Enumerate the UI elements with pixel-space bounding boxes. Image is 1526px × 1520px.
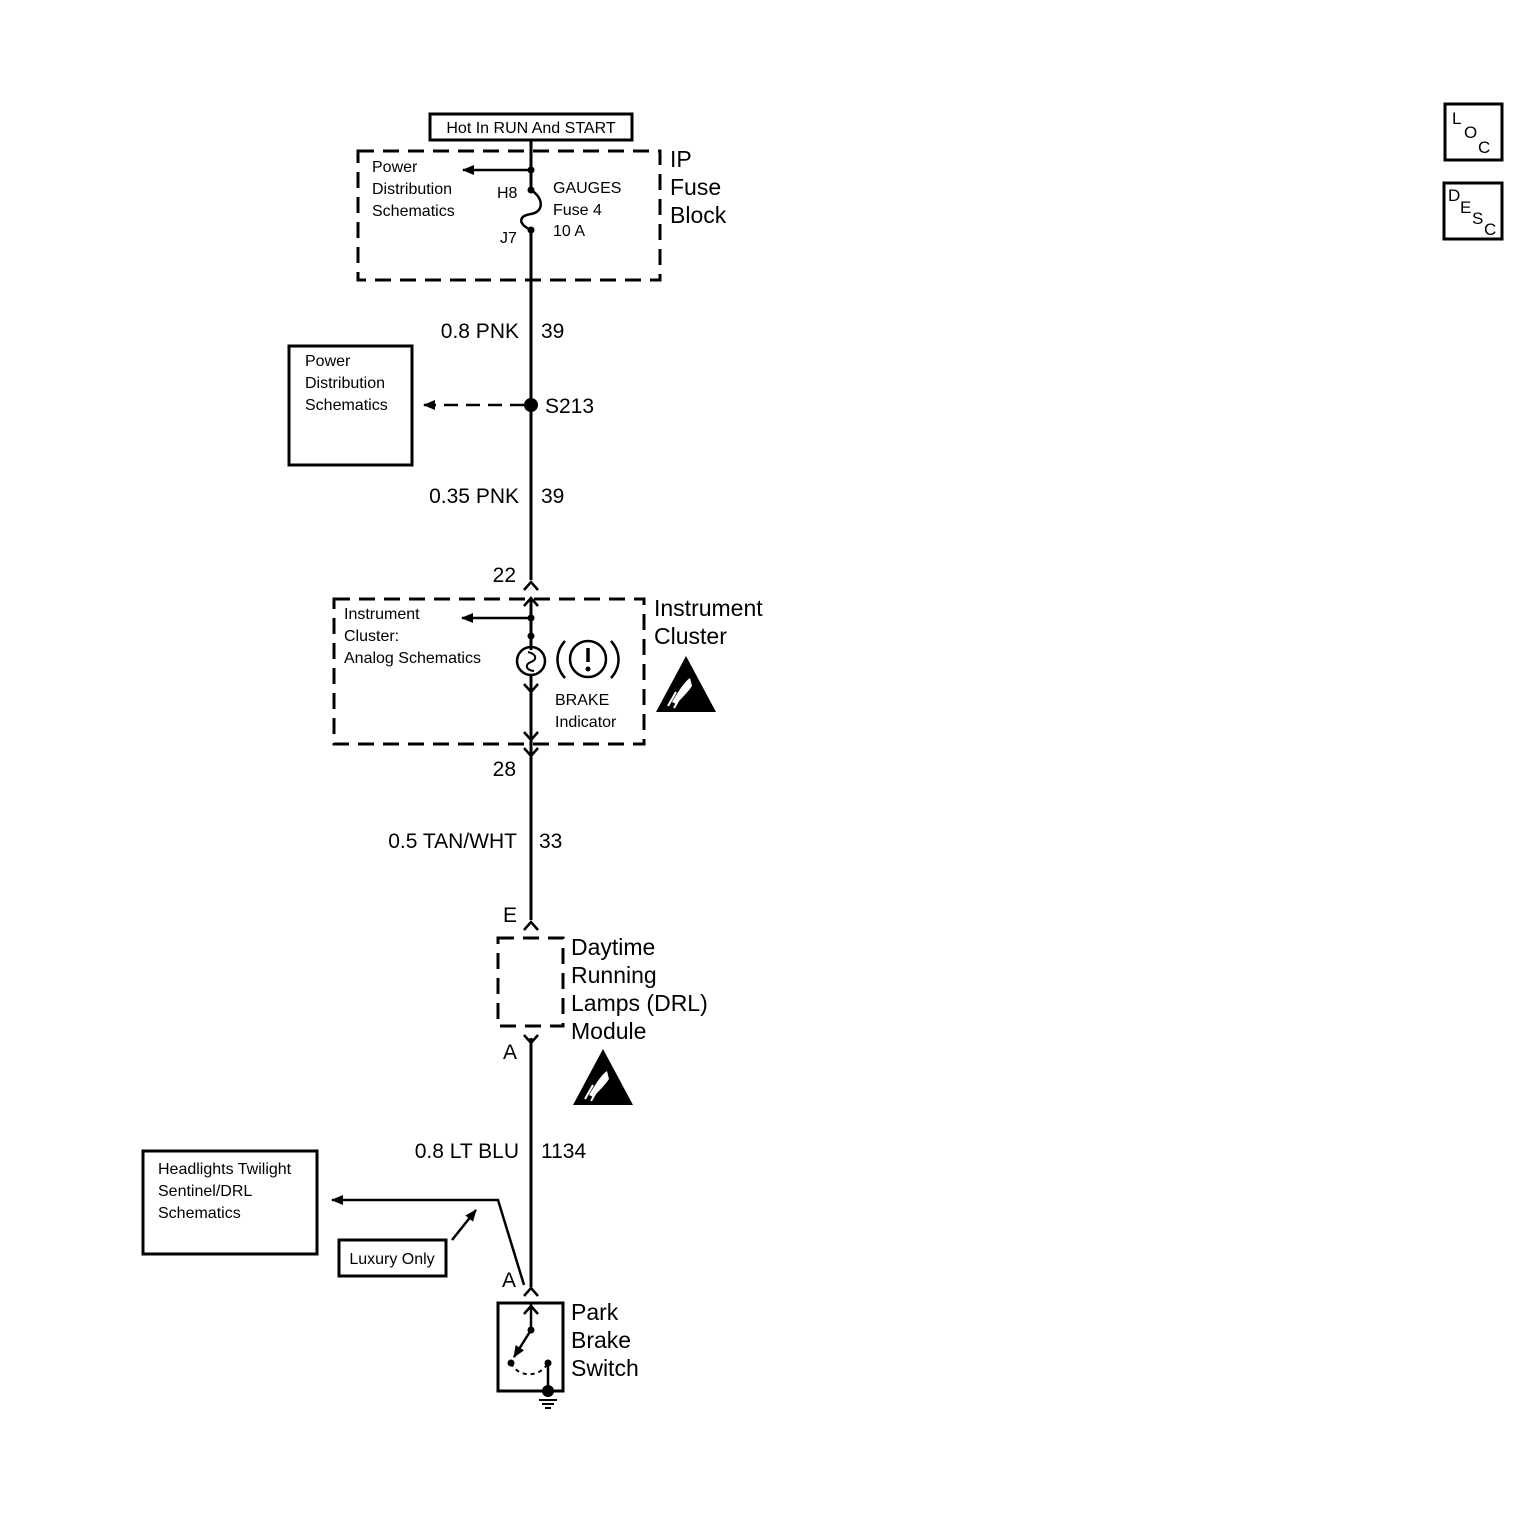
wire-4-gauge-color: 0.8 LT BLU (415, 1140, 519, 1163)
esd-sensitive-icon-drl (572, 1048, 634, 1106)
drl-name-3: Lamps (DRL) (571, 990, 708, 1016)
desc-letter-s[interactable]: S (1472, 209, 1483, 228)
cluster-connector-in (523, 580, 539, 591)
fuse-ref-line-1: Power (372, 159, 418, 176)
brake-warning-left-arc (556, 640, 566, 679)
luxury-only-arrow (451, 1209, 477, 1241)
loc-letter-c[interactable]: C (1478, 138, 1490, 157)
fuse-label-3: 10 A (553, 223, 585, 240)
splice-ref-line-1: Power (305, 353, 351, 370)
ground-dot (542, 1385, 554, 1397)
wire-1-gauge-color: 0.8 PNK (441, 320, 519, 343)
cluster-name-2: Cluster (654, 623, 727, 649)
switch-mechanical-link (510, 1362, 549, 1376)
bulb-filament (525, 651, 537, 672)
park-brake-name-1: Park (571, 1299, 619, 1325)
desc-letter-e[interactable]: E (1460, 198, 1471, 217)
splice-ref-box (287, 344, 414, 467)
ip-fuse-block-box (356, 149, 662, 282)
loc-letter-o[interactable]: O (1464, 123, 1477, 142)
park-brake-name-3: Switch (571, 1355, 639, 1381)
cluster-ref-line-1: Instrument (344, 606, 420, 623)
wire-3-circuit: 33 (539, 830, 562, 853)
desc-letter-d[interactable]: D (1448, 186, 1460, 205)
loc-letter-l[interactable]: L (1452, 109, 1461, 128)
cluster-connector-out-inner (523, 731, 539, 742)
wire-4-circuit: 1134 (541, 1140, 586, 1163)
switch-blade (512, 1329, 533, 1358)
fuse-label-2: Fuse 4 (553, 202, 602, 219)
cluster-connector-mid (523, 683, 539, 694)
switch-internal-arrow (523, 1304, 539, 1315)
brake-warning-exclamation-dot (585, 666, 591, 672)
desc-button-frame[interactable] (1442, 181, 1504, 241)
loc-button-frame[interactable] (1443, 102, 1504, 162)
wire-1-circuit: 39 (541, 320, 564, 343)
fuse-junction-dot (527, 166, 535, 174)
loc-button[interactable]: L O C (1443, 102, 1504, 162)
splice-s213-label: S213 (545, 395, 594, 418)
splice-s213-dot (524, 398, 538, 412)
headlights-ref-line-2: Sentinel/DRL (158, 1183, 252, 1200)
park-brake-pin-a: A (502, 1269, 516, 1292)
fuse-block-name-2: Fuse (670, 174, 721, 200)
park-brake-name-2: Brake (571, 1327, 631, 1353)
fuse-pin-h8: H8 (497, 185, 518, 202)
drl-connector-out (523, 1034, 539, 1045)
wire-2-gauge-color: 0.35 PNK (429, 485, 519, 508)
drl-name-4: Module (571, 1018, 646, 1044)
cluster-ref-line-2: Cluster: (344, 628, 399, 645)
brake-indicator-line-2: Indicator (555, 714, 617, 731)
splice-ref-line-2: Distribution (305, 375, 385, 392)
brake-warning-icon (568, 639, 608, 679)
headlights-ref-box (141, 1149, 319, 1256)
headlights-ref-line-3: Schematics (158, 1205, 241, 1222)
cluster-connector-out (523, 747, 539, 758)
wire-2-circuit: 39 (541, 485, 564, 508)
fuse-symbol (520, 188, 542, 232)
headlights-ref-line-1: Headlights Twilight (158, 1161, 292, 1178)
esd-sensitive-icon-cluster (655, 655, 717, 713)
drl-name-1: Daytime (571, 934, 655, 960)
fuse-label-1: GAUGES (553, 180, 621, 197)
drl-name-2: Running (571, 962, 657, 988)
luxury-only-label: Luxury Only (349, 1251, 434, 1268)
desc-letter-c[interactable]: C (1484, 220, 1496, 239)
desc-button[interactable]: D E S C (1442, 181, 1504, 241)
park-brake-connector (523, 1286, 539, 1297)
brake-warning-right-arc (610, 640, 620, 679)
power-source-label: Hot In RUN And START (446, 120, 615, 137)
cluster-bulb-terminal (527, 632, 535, 640)
fuse-ref-line-3: Schematics (372, 203, 455, 220)
cluster-name-1: Instrument (654, 595, 763, 621)
splice-ref-line-3: Schematics (305, 397, 388, 414)
drl-module-box (496, 936, 565, 1028)
drl-pin-a: A (503, 1041, 517, 1064)
instrument-cluster-box (332, 597, 646, 746)
cluster-ref-line-3: Analog Schematics (344, 650, 481, 667)
fuse-pin-j7: J7 (500, 230, 517, 247)
drl-connector-in (523, 920, 539, 931)
cluster-pin-28: 28 (493, 758, 516, 781)
headlights-ref-arrow (331, 1195, 526, 1286)
cluster-pin-22: 22 (493, 564, 516, 587)
brake-indicator-line-1: BRAKE (555, 692, 609, 709)
fuse-block-name-3: Block (670, 202, 727, 228)
fuse-ref-line-2: Distribution (372, 181, 452, 198)
luxury-only-box (337, 1238, 448, 1278)
fuse-block-name-1: IP (670, 146, 692, 172)
wire-3-gauge-color: 0.5 TAN/WHT (388, 830, 517, 853)
drl-pin-e: E (503, 904, 517, 927)
